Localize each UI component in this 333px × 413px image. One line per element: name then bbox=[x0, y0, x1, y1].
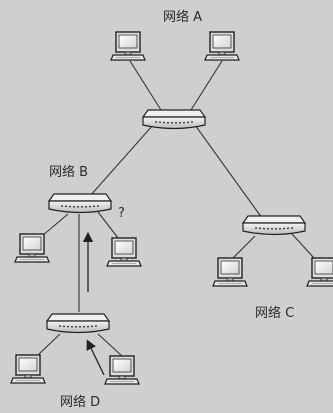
computer-a-left bbox=[110, 31, 146, 61]
connection-lines bbox=[37, 60, 315, 357]
computer-b-right bbox=[106, 237, 142, 267]
link-d-right bbox=[97, 333, 123, 357]
computer-c-right bbox=[306, 257, 333, 287]
link-a-to-c bbox=[194, 124, 263, 219]
network-b-label: 网络 B bbox=[49, 164, 88, 180]
link-b-left bbox=[41, 213, 69, 237]
computer-b-left bbox=[14, 233, 50, 263]
computer-a-right bbox=[204, 31, 240, 61]
network-a-label: 网络 A bbox=[163, 9, 202, 25]
computer-d-right bbox=[104, 355, 140, 385]
router-c bbox=[242, 215, 306, 236]
computer-d-left bbox=[10, 354, 46, 384]
question-mark: ? bbox=[118, 206, 125, 221]
router-b bbox=[48, 193, 112, 214]
computer-c-left bbox=[212, 257, 248, 287]
link-c-right bbox=[291, 233, 315, 259]
network-d-label: 网络 D bbox=[60, 394, 100, 409]
link-a-to-b bbox=[89, 124, 154, 197]
link-a-left bbox=[129, 60, 162, 111]
network-c-label: 网络 C bbox=[255, 305, 294, 321]
link-b-right bbox=[97, 211, 119, 239]
router-d bbox=[46, 313, 110, 334]
link-a-right bbox=[190, 60, 223, 111]
diagonal-arrow bbox=[86, 339, 105, 376]
link-c-left bbox=[232, 235, 256, 259]
router-a bbox=[142, 109, 206, 130]
link-d-left bbox=[37, 333, 61, 356]
